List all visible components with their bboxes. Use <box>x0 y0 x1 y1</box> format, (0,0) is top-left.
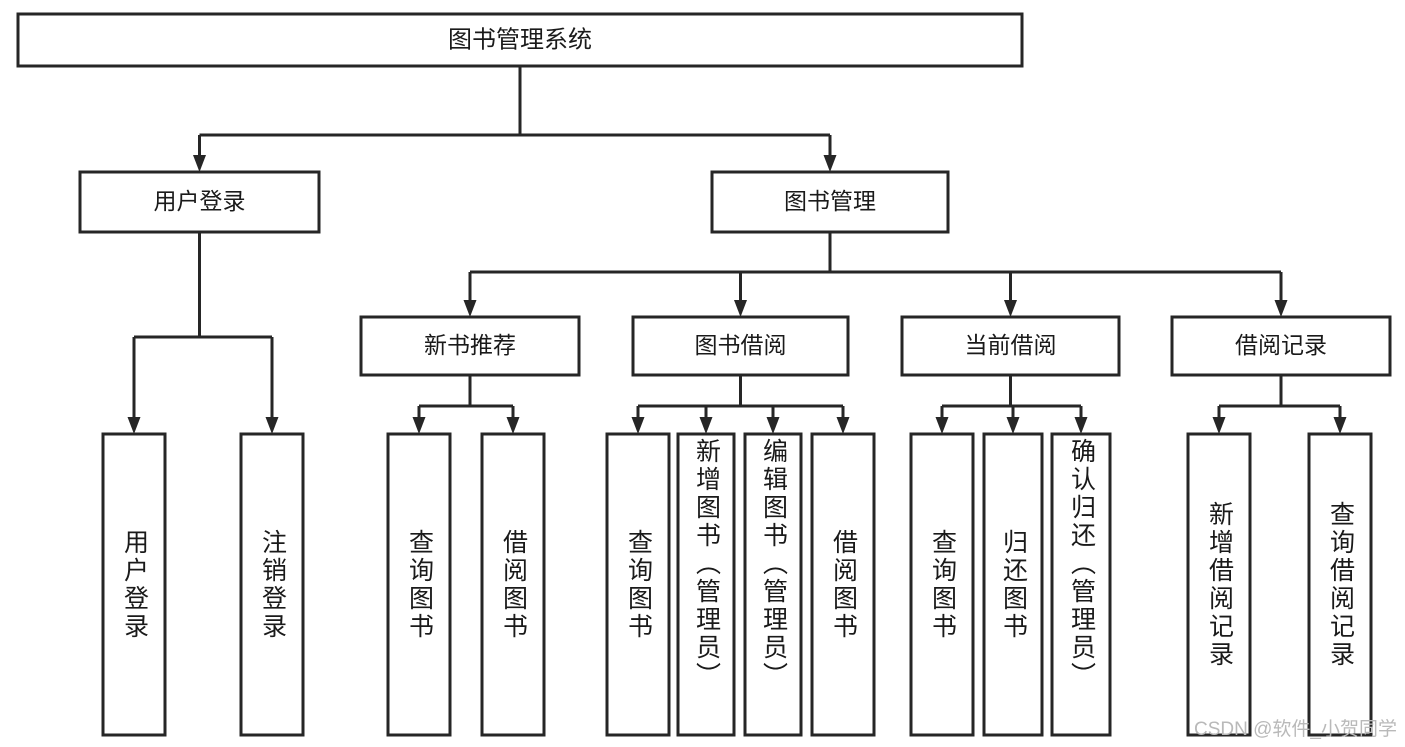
node-box-borrow-record[interactable] <box>1170 315 1392 377</box>
node-box-current-borrow[interactable] <box>900 315 1121 377</box>
node-box-leaf-query-book-1[interactable] <box>386 432 452 737</box>
node-box-leaf-logout-login[interactable] <box>239 432 305 737</box>
arrow-head-leaf-query-book-2 <box>631 417 645 434</box>
node-box-book-borrow[interactable] <box>631 315 850 377</box>
node-box-leaf-return-book[interactable] <box>982 432 1044 737</box>
arrow-head-leaf-confirm-return-admin <box>1074 417 1088 434</box>
node-label-user-login: 用户登录 <box>154 188 246 214</box>
node-label-current-borrow: 当前借阅 <box>965 332 1057 358</box>
node-box-leaf-borrow-book-2[interactable] <box>810 432 876 737</box>
node-label-book-manage: 图书管理 <box>784 188 876 214</box>
arrow-head-leaf-borrow-book-1 <box>506 417 520 434</box>
watermark-text: CSDN @软件_小贺同学 <box>1194 719 1397 740</box>
node-label-new-book-recommend: 新书推荐 <box>424 332 516 358</box>
arrow-head-leaf-query-book-1 <box>412 417 426 434</box>
arrow-head-leaf-add-borrow-record <box>1212 417 1226 434</box>
node-box-leaf-confirm-return-admin[interactable] <box>1050 432 1112 737</box>
arrow-head-new-book-recommend <box>463 300 477 317</box>
node-box-leaf-query-book-2[interactable] <box>605 432 671 737</box>
node-box-book-manage[interactable] <box>710 170 950 234</box>
arrow-head-leaf-query-book-3 <box>935 417 949 434</box>
node-box-leaf-query-book-3[interactable] <box>909 432 975 737</box>
node-box-leaf-add-borrow-record[interactable] <box>1186 432 1252 737</box>
node-label-book-borrow: 图书借阅 <box>695 332 787 358</box>
arrow-head-borrow-record <box>1274 300 1288 317</box>
arrow-head-leaf-borrow-book-2 <box>836 417 850 434</box>
arrow-head-leaf-return-book <box>1006 417 1020 434</box>
connector-lines <box>127 66 1347 434</box>
node-box-user-login[interactable] <box>78 170 321 234</box>
arrow-head-leaf-user-login <box>127 417 141 434</box>
node-box-leaf-edit-book-admin[interactable] <box>743 432 803 737</box>
arrow-head-user-login <box>193 155 206 172</box>
arrow-head-book-manage <box>823 155 837 172</box>
node-boxes <box>16 12 1392 737</box>
arrow-head-leaf-edit-book-admin <box>766 417 780 434</box>
arrow-head-book-borrow <box>734 300 747 317</box>
arrow-head-leaf-query-borrow-record <box>1333 417 1347 434</box>
arrow-head-leaf-logout-login <box>265 417 279 434</box>
arrow-head-leaf-add-book-admin <box>699 417 713 434</box>
node-box-root[interactable] <box>16 12 1024 68</box>
node-box-leaf-query-borrow-record[interactable] <box>1307 432 1373 737</box>
arrow-head-current-borrow <box>1004 300 1017 317</box>
node-box-leaf-user-login[interactable] <box>101 432 167 737</box>
node-box-new-book-recommend[interactable] <box>359 315 581 377</box>
node-label-root: 图书管理系统 <box>448 26 592 53</box>
node-label-borrow-record: 借阅记录 <box>1235 332 1327 358</box>
node-box-leaf-add-book-admin[interactable] <box>676 432 736 737</box>
node-box-leaf-borrow-book-1[interactable] <box>480 432 546 737</box>
